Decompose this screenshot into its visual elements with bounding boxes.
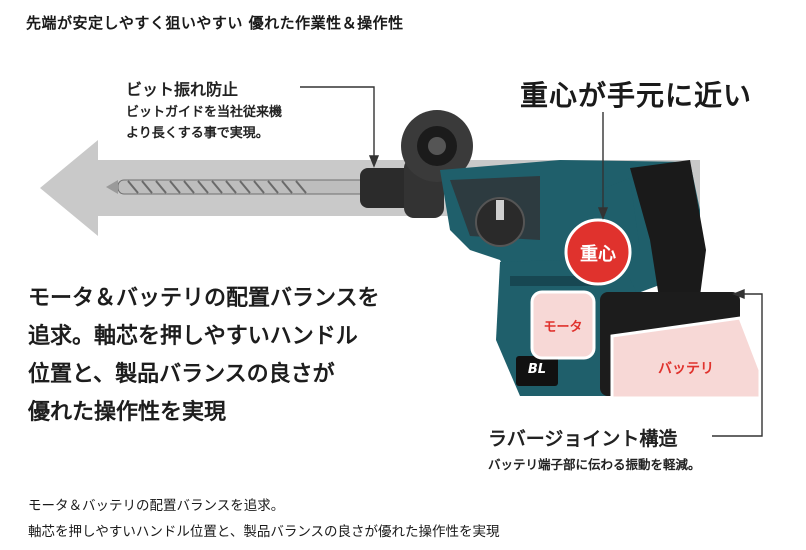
bl-logo: BL xyxy=(527,362,547,377)
bit-guard-sub-2: より長くする事で実現。 xyxy=(126,126,269,141)
center-of-gravity-badge xyxy=(564,218,632,286)
motor-label: モータ xyxy=(543,320,583,335)
feature-line-4: 優れた操作性を実現 xyxy=(28,400,227,425)
feature-line-2: 追求。軸芯を押しやすいハンドル xyxy=(28,324,358,349)
cog-badge-label: 重心 xyxy=(580,244,616,265)
bit-guard-heading: ビット振れ防止 xyxy=(126,80,239,99)
feature-description: モータ＆バッテリの配置バランスを 追求。軸芯を押しやすいハンドル 位置と、製品バ… xyxy=(28,280,498,432)
rubber-joint-heading: ラバージョイント構造 xyxy=(488,428,678,450)
feature-line-3: 位置と、製品バランスの良さが xyxy=(28,362,335,387)
rubber-joint-sub: バッテリ端子部に伝わる振動を軽減。 xyxy=(488,457,701,472)
cog-heading: 重心が手元に近い xyxy=(519,79,752,112)
bit-guard-sub-1: ビットガイドを当社従来機 xyxy=(126,105,283,120)
caption-line-1: モータ＆バッテリの配置バランスを追求。 xyxy=(28,498,285,514)
page-title: 先端が安定しやすく狙いやすい 優れた作業性＆操作性 xyxy=(26,14,404,32)
bit-guard-leader xyxy=(300,86,375,158)
rubber-joint-leader xyxy=(712,293,763,437)
battery-label: バッテリ xyxy=(658,361,714,377)
feature-line-1: モータ＆バッテリの配置バランスを xyxy=(28,286,380,311)
motor-box xyxy=(530,290,596,360)
caption-line-2: 軸芯を押しやすいハンドル位置と、製品バランスの良さが優れた操作性を実現 xyxy=(28,524,500,540)
battery-box xyxy=(610,316,762,400)
drill-bit xyxy=(106,179,369,195)
